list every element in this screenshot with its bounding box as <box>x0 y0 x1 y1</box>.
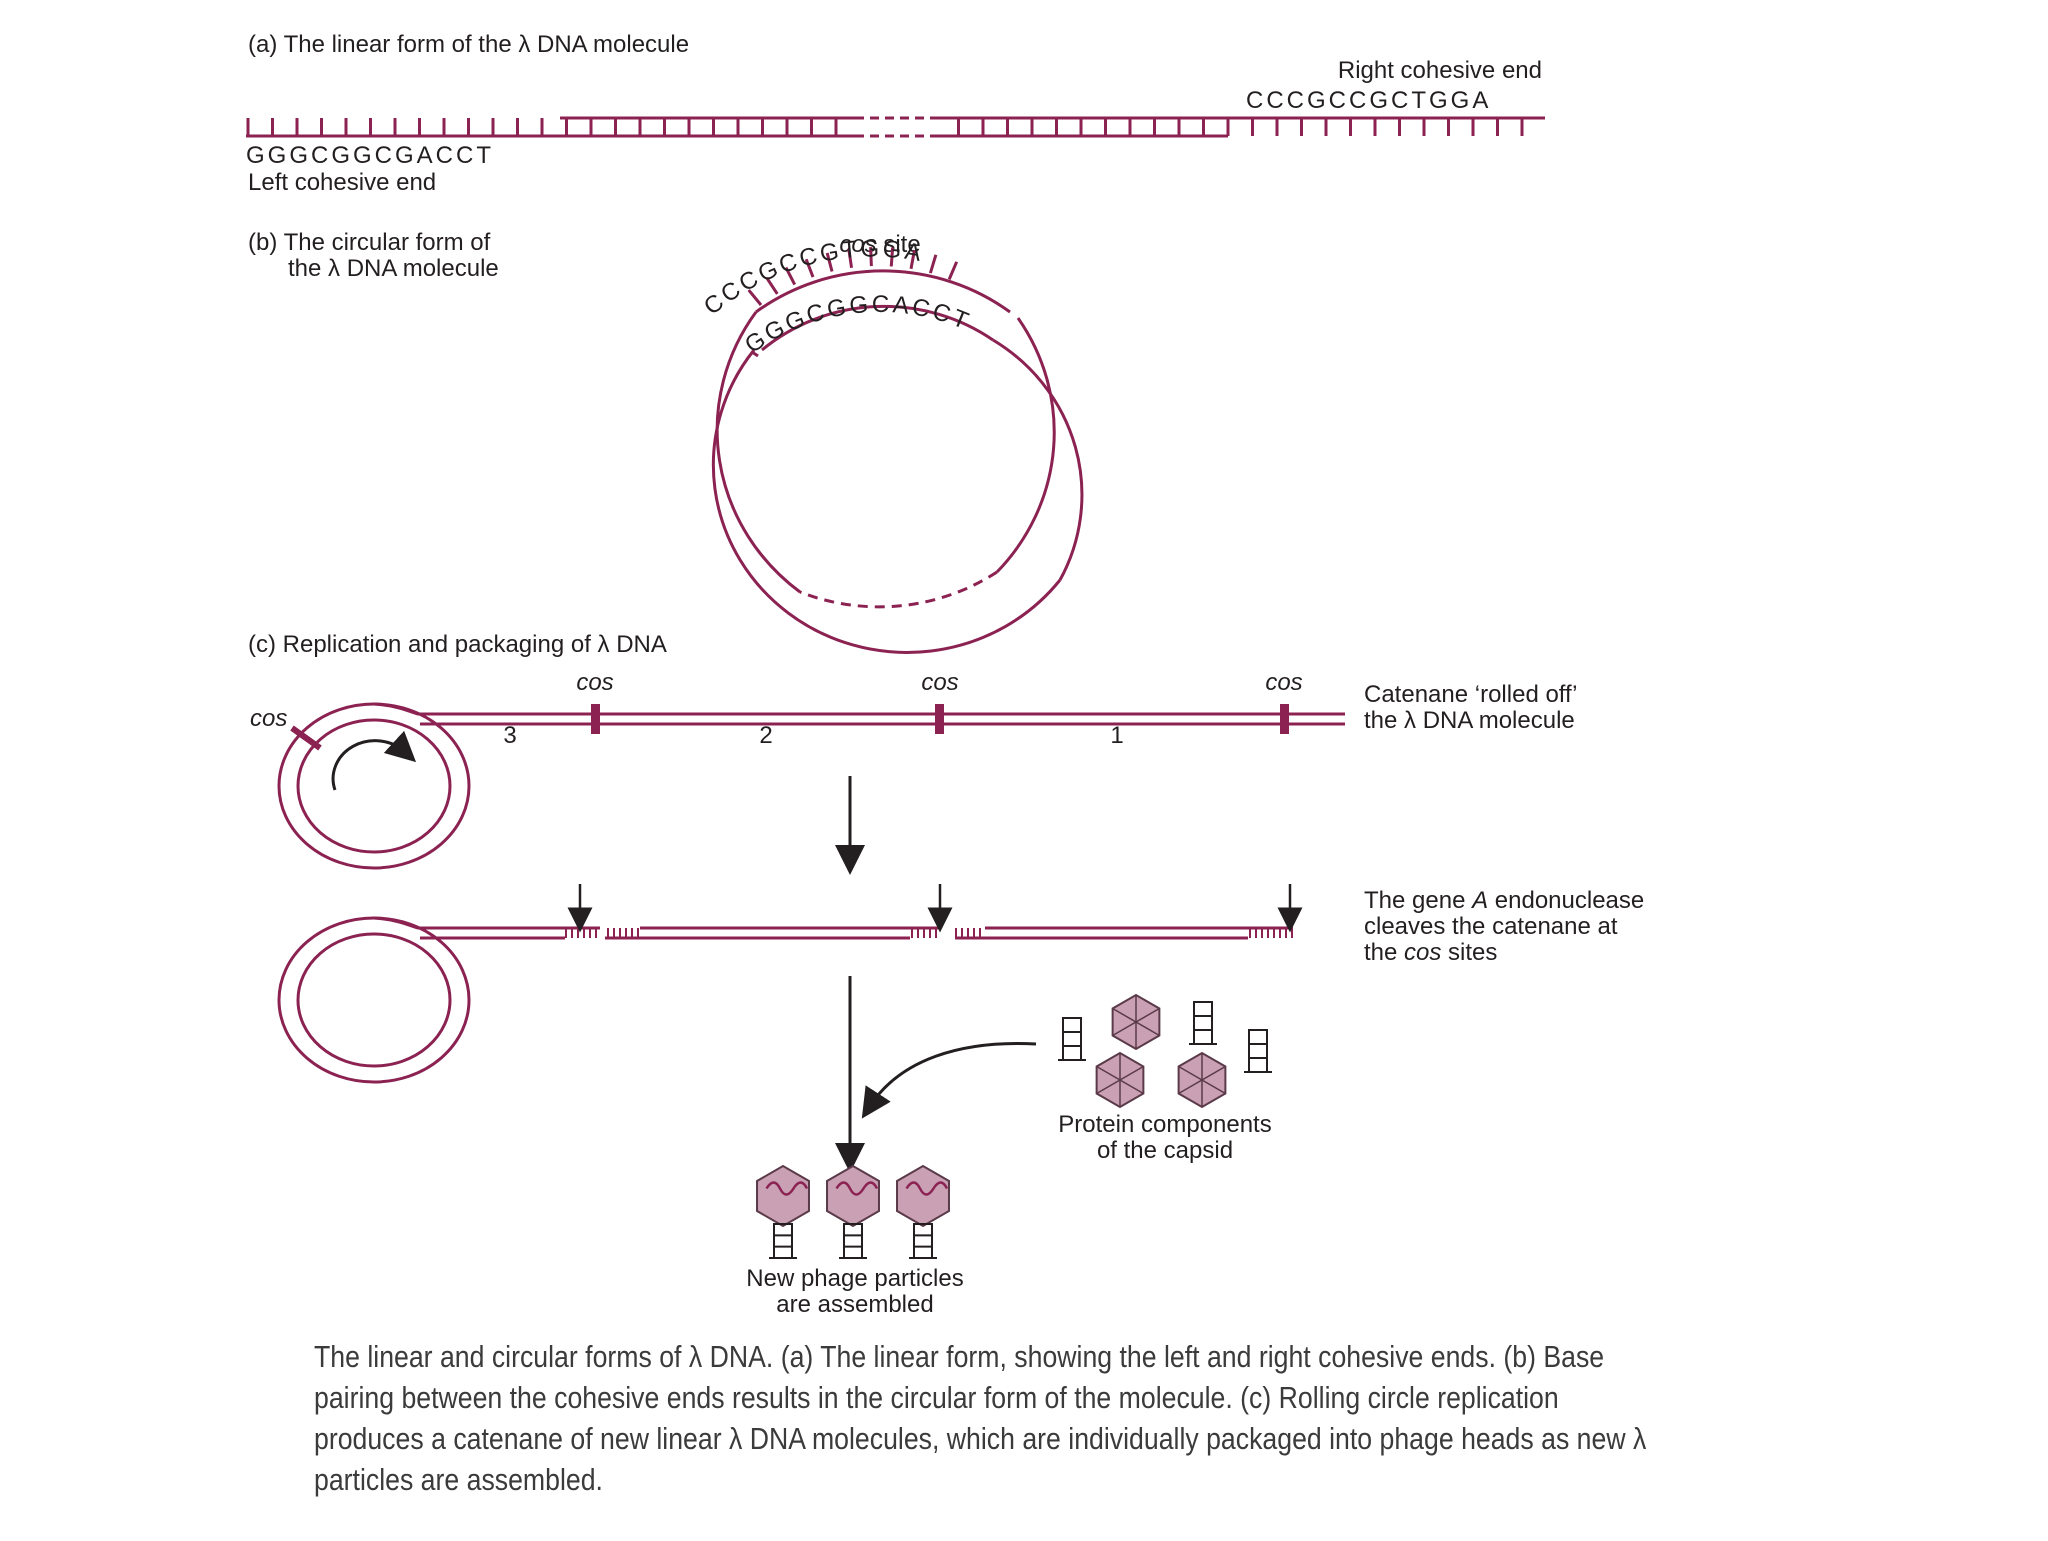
rotation-arrow <box>331 730 417 791</box>
capsid-facet-line <box>1096 1065 1144 1095</box>
cos-label-3: cos <box>1265 669 1302 696</box>
linear-dna-molecule <box>246 116 1545 138</box>
figure-caption: The linear and circular forms of λ DNA. … <box>314 1339 1647 1497</box>
catenane-label-line2: the λ DNA molecule <box>1364 707 1575 734</box>
endonuclease-label-line3: the cos sites <box>1364 939 1497 966</box>
rolling-circle-replication <box>277 702 1345 870</box>
cos-base-pair-tick <box>909 249 916 270</box>
panel-b-title-line2: the λ DNA molecule <box>288 255 499 282</box>
catenane-label-line1: Catenane ‘rolled off’ <box>1364 681 1577 708</box>
cos-base-pair-tick <box>825 252 834 272</box>
cos-marker-3 <box>1280 704 1289 734</box>
capsid-head-icon <box>756 1164 810 1228</box>
phage-tail-icon <box>913 1223 933 1259</box>
panel-a-title: (a) The linear form of the λ DNA molecul… <box>248 31 689 58</box>
capsid-components <box>1058 993 1272 1109</box>
phage-tail-icon <box>1062 1017 1082 1061</box>
cos-base-pair-tick <box>947 261 959 280</box>
capsid-head-icon <box>896 1164 950 1228</box>
left-cohesive-end-label: Left cohesive end <box>248 169 436 196</box>
cos-base-pair-tick <box>784 266 797 286</box>
capsid-facet-line <box>1112 1007 1160 1037</box>
packaged-dna-icon <box>765 1181 809 1196</box>
capsid-label-line2: of the capsid <box>1097 1137 1233 1164</box>
phage-label-line1: New phage particles <box>746 1265 963 1292</box>
cleaved-catenane <box>277 916 1293 1084</box>
segment-1-label: 1 <box>1110 722 1123 749</box>
right-cohesive-end-label: Right cohesive end <box>1338 57 1542 84</box>
cos-base-pair-tick <box>847 248 854 269</box>
cos-base-pair-tick <box>928 254 938 274</box>
cos-base-pair-tick <box>804 258 815 278</box>
cos-marker-2 <box>935 704 944 734</box>
right-cohesive-end-sequence: CCCGCCGCTGGA <box>1246 87 1491 114</box>
left-cohesive-end-sequence: GGGCGGCGACCT <box>246 142 494 169</box>
capsid-head-icon <box>826 1164 880 1228</box>
phage-tail-icon <box>843 1223 863 1259</box>
segment-2-label: 2 <box>759 722 772 749</box>
cos-marker-1 <box>591 704 600 734</box>
cos-markers <box>591 704 1289 734</box>
panel-c: (c) Replication and packaging of λ DNA c… <box>248 631 1644 1318</box>
cos-base-pair-tick <box>869 247 873 267</box>
cleavage-arrows <box>567 884 1303 933</box>
panel-c-title: (c) Replication and packaging of λ DNA <box>248 631 667 658</box>
cos-label-1: cos <box>576 669 613 696</box>
packaged-dna-icon <box>905 1181 949 1196</box>
capsid-label-line1: Protein components <box>1058 1111 1271 1138</box>
panel-a: (a) The linear form of the λ DNA molecul… <box>246 31 1545 196</box>
endonuclease-label-line2: cleaves the catenane at <box>1364 913 1618 940</box>
cos-base-pair-tick <box>889 247 895 267</box>
circular-dna-molecule <box>711 247 1084 654</box>
cos-label-2: cos <box>921 669 958 696</box>
new-phage-particles <box>756 1164 950 1259</box>
phage-label-line2: are assembled <box>776 1291 933 1318</box>
cos-label-circle: cos <box>250 705 287 732</box>
capsid-merge-arrow <box>861 1042 1037 1119</box>
phage-tail-icon <box>773 1223 793 1259</box>
cos-base-pair-tick <box>765 277 779 295</box>
phage-tail-icon <box>1193 1001 1213 1045</box>
endonuclease-label-line1: The gene A endonuclease <box>1364 887 1644 914</box>
phage-tail-icon <box>1248 1029 1268 1073</box>
panel-b: (b) The circular form of the λ DNA molec… <box>248 229 1084 654</box>
cos-base-pair-tick <box>747 289 763 306</box>
capsid-facet-line <box>1178 1065 1226 1095</box>
packaged-dna-icon <box>835 1181 879 1196</box>
segment-3-label: 3 <box>503 722 516 749</box>
panel-b-title-line1: (b) The circular form of <box>248 229 491 256</box>
